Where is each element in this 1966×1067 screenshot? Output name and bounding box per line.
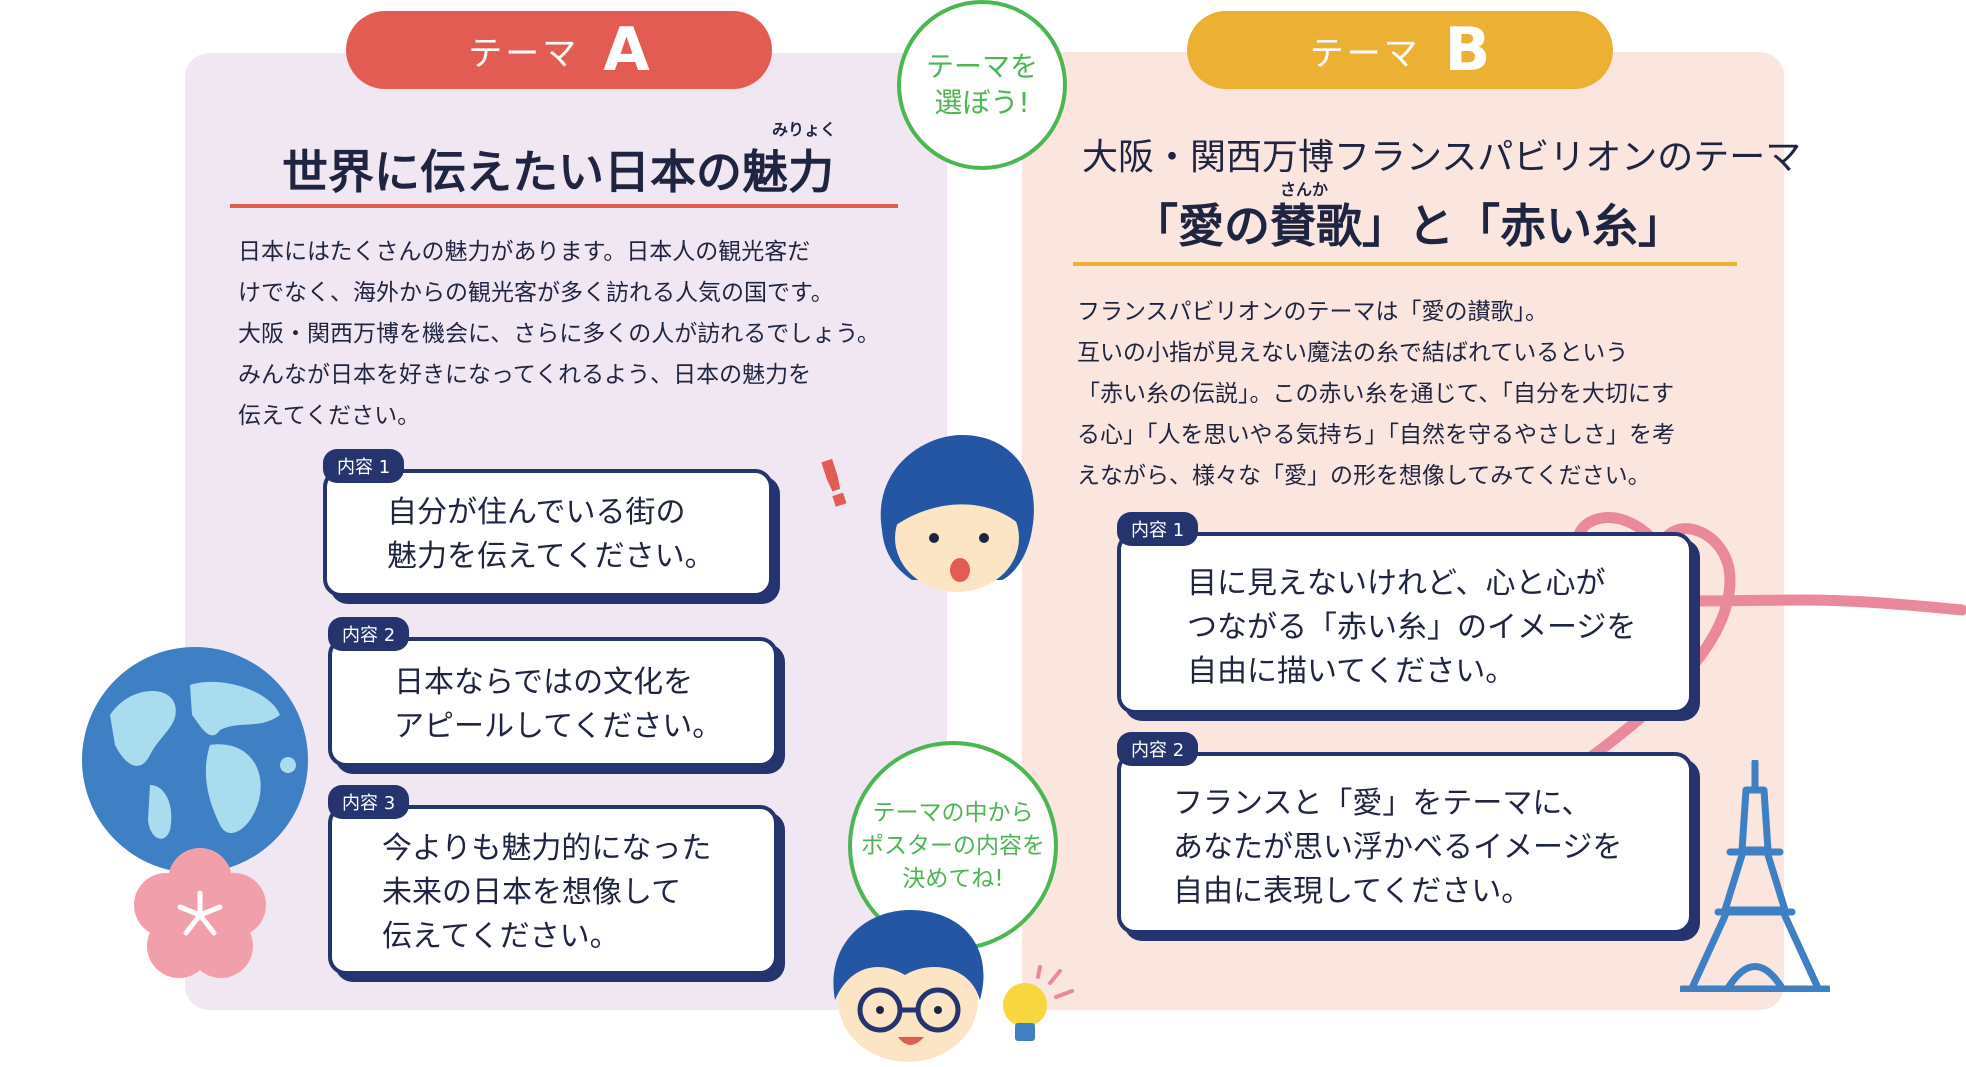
- card-line: 自由に表現してください。: [1173, 874, 1532, 909]
- boy-avatar: [833, 910, 984, 1062]
- bubble-line: テーマの中から: [872, 799, 1034, 826]
- bubble-line: 決めてね!: [902, 865, 1004, 892]
- red-thread-heart: [1571, 512, 1966, 771]
- theme-a-title-ruby: みりょく: [772, 120, 837, 139]
- theme-b-title-line1: 大阪・関西万博フランスパビリオンのテーマ: [1082, 137, 1802, 178]
- intro-line: 互いの小指が見えない魔法の糸で結ばれているという: [1077, 340, 1629, 366]
- theme-a-divider: [230, 204, 898, 208]
- card-line: 日本ならではの文化を: [394, 665, 694, 700]
- card-line: つながる「赤い糸」のイメージを: [1187, 610, 1637, 645]
- theme-a-intro: 日本にはたくさんの魅力があります。日本人の観光客だ けでなく、海外からの観光客が…: [238, 232, 880, 437]
- theme-a-title: 世界に伝えたい日本の魅力: [282, 145, 834, 199]
- theme-b-pill-letter: B: [1444, 15, 1491, 85]
- card-line: 自由に描いてください。: [1187, 654, 1516, 689]
- girl-avatar: [880, 435, 1034, 592]
- intro-line: 「赤い糸の伝説」。この赤い糸を通じて、「自分を大切にす: [1077, 381, 1675, 407]
- bubble-line: テーマを: [925, 50, 1038, 83]
- theme-a-pill: テーマ A: [346, 11, 772, 89]
- theme-b-pill-label: テーマ: [1309, 33, 1421, 74]
- card-line: 自分が住んでいる街の: [387, 495, 686, 530]
- theme-b-title-ruby: さんか: [1280, 180, 1329, 199]
- theme-b-title-line2: 「愛の賛歌」と「赤い糸」: [1132, 199, 1684, 253]
- card-line: 未来の日本を想像して: [382, 875, 682, 910]
- bubble-line: ポスターの内容を: [861, 832, 1045, 859]
- intro-line: 日本にはたくさんの魅力があります。日本人の観光客だ: [238, 239, 811, 265]
- flower-icon: [134, 848, 266, 978]
- card-line: 目に見えないけれど、心と心が: [1187, 566, 1606, 601]
- card-line: フランスと「愛」をテーマに、: [1173, 786, 1592, 821]
- card-line: 今よりも魅力的になった: [382, 831, 712, 866]
- content-tag: 内容 1: [1117, 512, 1199, 546]
- intro-line: る心」「人を思いやる気持ち」「自然を守るやさしさ」を考: [1077, 422, 1675, 448]
- intro-line: えながら、様々な「愛」の形を想像してみてください。: [1077, 463, 1651, 489]
- content-tag: 内容 1: [323, 449, 405, 483]
- theme-b-content-card-1: 内容 1 目に見えないけれど、心と心が つながる「赤い糸」のイメージを 自由に描…: [1117, 512, 1693, 714]
- bubble-line: 選ぼう!: [934, 86, 1030, 119]
- theme-b-divider: [1073, 262, 1737, 266]
- theme-a-content-card-3: 内容 3 今よりも魅力的になった 未来の日本を想像して 伝えてください。: [328, 785, 778, 975]
- globe-icon: [82, 647, 308, 873]
- theme-a-pill-label: テーマ: [468, 33, 580, 74]
- lightbulb-icon: [1003, 965, 1074, 1041]
- theme-b-pill: テーマ B: [1187, 11, 1613, 89]
- card-line: 伝えてください。: [382, 919, 620, 954]
- intro-line: 大阪・関西万博を機会に、さらに多くの人が訪れるでしょう。: [238, 321, 880, 347]
- content-tag: 内容 2: [328, 617, 410, 651]
- content-tag: 内容 2: [1117, 732, 1199, 766]
- intro-line: みんなが日本を好きになってくれるよう、日本の魅力を: [238, 362, 812, 388]
- intro-line: 伝えてください。: [238, 403, 421, 429]
- card-line: アピールしてください。: [394, 709, 723, 744]
- card-line: あなたが思い浮かべるイメージを: [1173, 830, 1623, 865]
- theme-a-pill-letter: A: [603, 15, 650, 85]
- intro-line: けでなく、海外からの観光客が多く訪れる人気の国です。: [238, 280, 834, 306]
- choose-theme-bubble: テーマを 選ぼう!: [897, 0, 1067, 170]
- card-line: 魅力を伝えてください。: [387, 539, 715, 574]
- eiffel-tower-icon: [1680, 760, 1830, 992]
- content-tag: 内容 3: [328, 785, 410, 819]
- theme-a-content-card-1: 内容 1 自分が住んでいる街の 魅力を伝えてください。: [323, 449, 773, 597]
- intro-line: フランスパビリオンのテーマは「愛の讃歌」。: [1077, 299, 1549, 325]
- theme-b-intro: フランスパビリオンのテーマは「愛の讃歌」。 互いの小指が見えない魔法の糸で結ばれ…: [1077, 292, 1675, 497]
- theme-b-content-card-2: 内容 2 フランスと「愛」をテーマに、 あなたが思い浮かべるイメージを 自由に表…: [1117, 732, 1693, 934]
- theme-a-content-card-2: 内容 2 日本ならではの文化を アピールしてください。: [328, 617, 778, 767]
